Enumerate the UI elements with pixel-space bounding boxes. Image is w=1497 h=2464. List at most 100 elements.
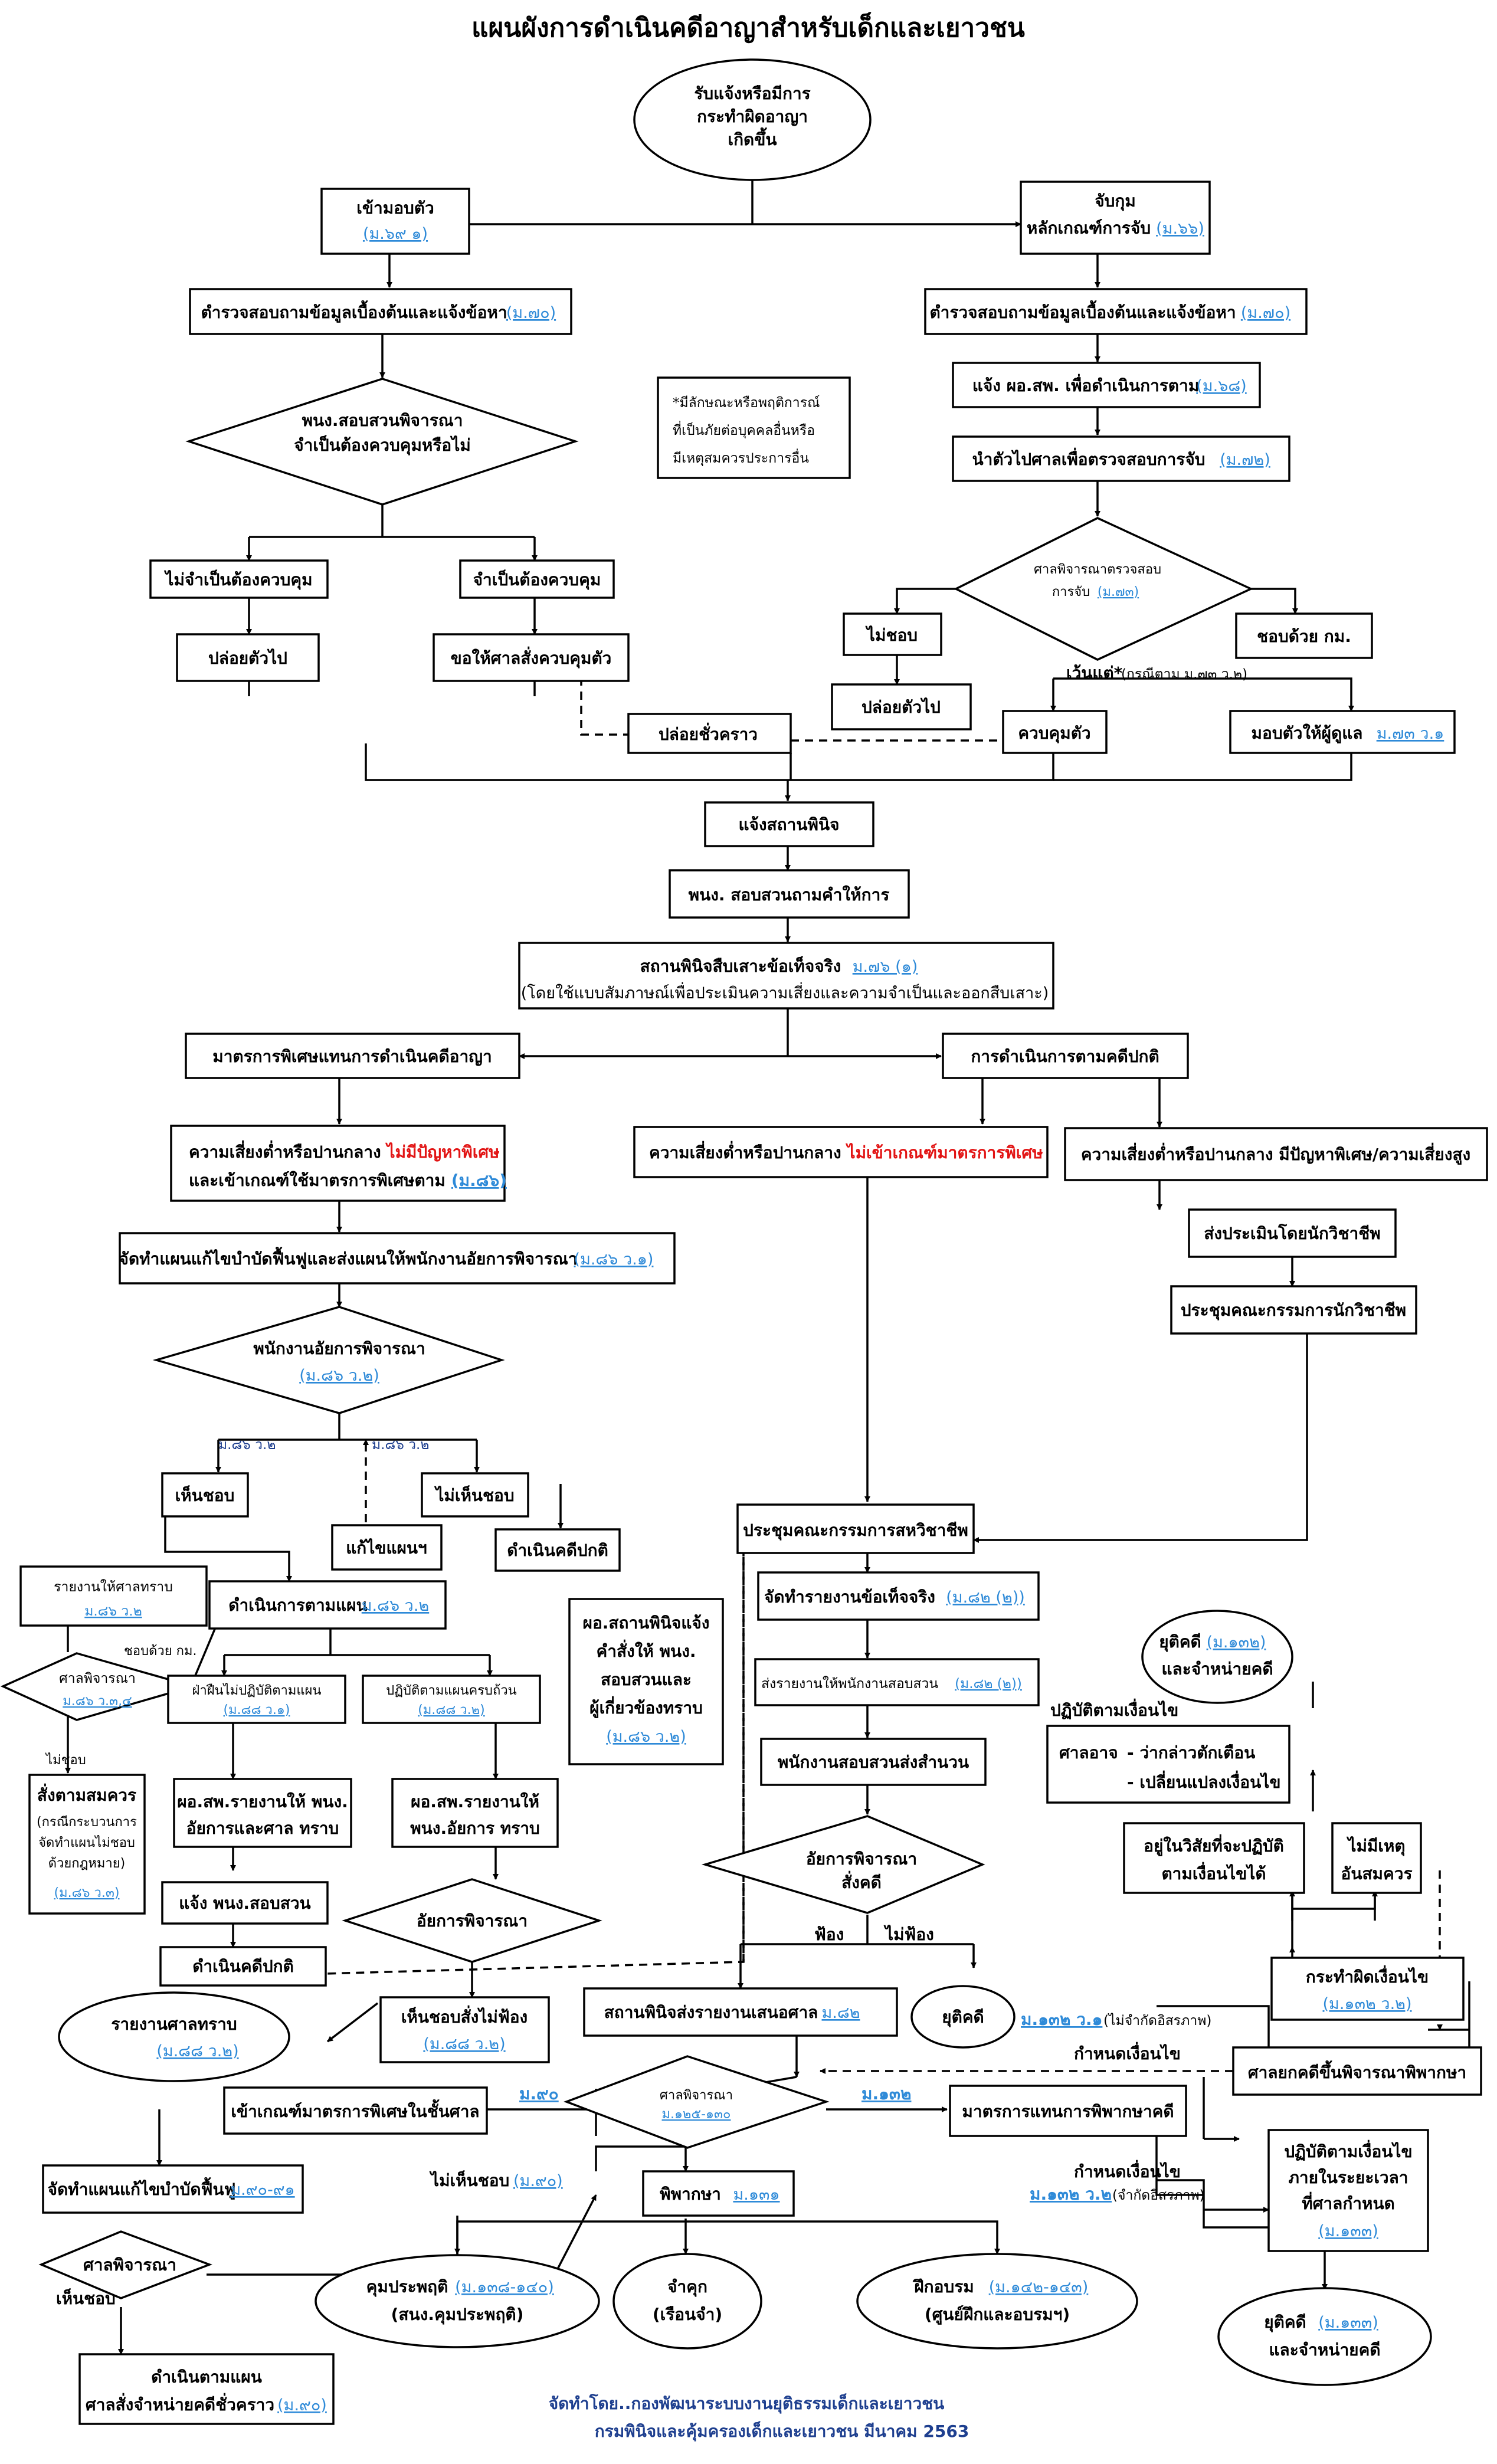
inv-decide-line-2: จำเป็นต้องควบคุมหรือไม่ (294, 435, 471, 456)
comply-cond-label: ปฏิบัติตามเงื่อนไข (1050, 1698, 1178, 1720)
svg-text:และเข้าเกณฑ์ใช้มาตรการพิเศษตาม: และเข้าเกณฑ์ใช้มาตรการพิเศษตาม(ม.๘๖) (189, 1171, 507, 1190)
hand-guardian-ref: ม.๗๓ ว.๑ (1377, 725, 1444, 743)
note-line-1: *มีลักษณะหรือพฤติการณ์ (673, 395, 820, 411)
set-cond2-label: กำหนดเงื่อนไข (1074, 2160, 1181, 2181)
start-node: รับแจ้งหรือมีการ กระทำผิดอาญา เกิดขึ้น (633, 58, 872, 181)
special-label: มาตรการพิเศษแทนการดำเนินคดีอาญา (212, 1047, 492, 1066)
report-comp-line-1: ผอ.สพ.รายงานให้ (411, 1792, 539, 1811)
disagree2-ref: (ม.๙๐) (513, 2172, 563, 2190)
high-risk-node: ความเสี่ยงต่ำหรือปานกลาง มีปัญหาพิเศษ/คว… (1064, 1127, 1488, 1181)
alt-measure-label: มาตรการแทนการพิพากษาคดี (962, 2102, 1174, 2121)
sue-label: ฟ้อง (814, 1925, 844, 1944)
order-case-ref: (ม.๘๖ ว.๓) (54, 1886, 120, 1901)
lawful-label: ชอบด้วย กม. (1257, 627, 1351, 646)
probation-label: คุมประพฤติ (366, 2277, 448, 2297)
training-sub: (ศูนย์ฝึกและอบรมฯ) (925, 2305, 1070, 2325)
start-line-3: เกิดขึ้น (728, 127, 777, 149)
court-trial-label: ศาลพิจารณา (660, 2088, 733, 2103)
court-may-option-2: - เปลี่ยนแปลงเงื่อนไข (1127, 1770, 1281, 1792)
pros-order-line-2: สั่งคดี (841, 1870, 882, 1892)
center-fact-label: สถานพินิจสืบเสาะข้อเท็จจริง (640, 956, 841, 976)
report-court2-label: รายงานศาลทราบ (111, 2014, 237, 2034)
court-check-diamond: ศาลพิจารณาตรวจสอบ การจับ (ม.๗๓) (954, 517, 1254, 661)
plan-node: จัดทำแผนแก้ไขบำบัดฟื้นฟูและส่งแผนให้พนัก… (119, 1232, 676, 1285)
notify-obs-ref: (ม.๖๘) (1196, 377, 1246, 395)
pre-court-special-node: เข้าเกณฑ์มาตรการพิเศษในชั้นศาล (223, 2086, 488, 2135)
low-risk-special-ref: (ม.๘๖) (451, 1171, 507, 1190)
footer-line-1: จัดทำโดย..กองพัฒนาระบบงานยุติธรรมเด็กและ… (549, 2393, 945, 2414)
pros-order-diamond: อัยการพิจารณา สั่งคดี (701, 1815, 985, 1914)
report-court2-ref: (ม.๘๘ ว.๒) (156, 2042, 238, 2060)
arrest-rule: หลักเกณฑ์การจับ (1027, 218, 1151, 238)
training-node: ฝึกอบรม (ม.๑๔๒-๑๔๓) (ศูนย์ฝึกและอบรมฯ) (856, 2253, 1138, 2350)
notify-inv-label: แจ้ง พนง.สอบสวน (179, 1893, 310, 1913)
order-case-line-4: ด้วยกฎหมาย) (48, 1856, 125, 1871)
order-case-line-1: สั่งตามสมควร (37, 1783, 136, 1805)
follow-plan2-ref: (ม.๙๐) (277, 2396, 327, 2414)
prosecutor-decide-ref: (ม.๘๖ ว.๒) (299, 1367, 379, 1385)
send-report-node: ส่งรายงานให้พนักงานสอบสวน (ม.๘๒ (๒)) (754, 1658, 1040, 1706)
report-court2-node: รายงานศาลทราบ (ม.๘๘ ว.๒) (58, 1991, 290, 2082)
normal-label: การดำเนินการตามคดีปกติ (971, 1047, 1159, 1066)
release-right-node: ปล่อยตัวไป (831, 683, 972, 730)
end-case-label: ยุติคดี (942, 2007, 984, 2027)
follow-plan2-label-2: ศาลสั่งจำหน่ายคดีชั่วคราว (86, 2393, 274, 2414)
comply-period-node: ปฏิบัติตามเงื่อนไข ภายในระยะเวลา ที่ศาลก… (1267, 2129, 1429, 2252)
report-viol-line-1: ผอ.สพ.รายงานให้ พนง. (177, 1792, 348, 1811)
prison-sub: (เรือนจำ) (653, 2305, 722, 2324)
multi-meet-label: ประชุมคณะกรรมการสหวิชาชีพ (743, 1521, 968, 1541)
prosecutor-decide2-label: อัยการพิจารณา (417, 1911, 528, 1931)
court-trial-ref: ม.๑๒๕-๑๓๐ (662, 2107, 731, 2122)
low-risk-normal-red: ไม่เข้าเกณฑ์มาตรการพิเศษ (845, 1143, 1043, 1162)
plan2-node: จัดทำแผนแก้ไขบำบัดฟื้นฟู ม.๙๐-๙๑ (42, 2164, 304, 2214)
center-report-node: สถานพินิจส่งรายงานเสนอศาล ม.๘๒ (583, 1987, 898, 2037)
release-right-label: ปล่อยตัวไป (861, 697, 941, 717)
prosecutor-decide-label: พนักงานอัยการพิจารณา (253, 1339, 425, 1358)
multi-meet-node: ประชุมคณะกรรมการสหวิชาชีพ (736, 1503, 975, 1554)
report-viol-node: ผอ.สพ.รายงานให้ พนง. อัยการและศาล ทราบ (173, 1778, 352, 1848)
normal-case2-node: ดำเนินคดีปกติ (159, 1946, 327, 1987)
no-reason-node: ไม่มีเหตุ อันสมควร (1331, 1822, 1422, 1894)
m132-2-label: ม.๑๓๒ ว.๒ (1030, 2184, 1112, 2204)
order-case-line-2: (กรณีกระบวนการ (37, 1815, 137, 1830)
in-period-line-1: อยู่ในวิสัยที่จะปฏิบัติ (1144, 1834, 1284, 1856)
expert-eval-label: ส่งประเมินโดยนักวิชาชีพ (1204, 1223, 1380, 1243)
inquiry-right-node: ตำรวจสอบถามข้อมูลเบื้องต้นและแจ้งข้อหา (… (924, 288, 1308, 335)
normal-node: การดำเนินการตามคดีปกติ (942, 1033, 1189, 1079)
breach-ref: (ม.๑๓๒ ว.๒) (1323, 1995, 1412, 2013)
to-court-label: นำตัวไปศาลเพื่อตรวจสอบการจับ (972, 447, 1205, 469)
training-label: ฝึกอบรม (913, 2277, 974, 2296)
revive-label: ศาลยกคดีขึ้นพิจารณาพิพากษา (1248, 2060, 1466, 2082)
inv-decide-diamond: พนง.สอบสวนพิจารณา จำเป็นต้องควบคุมหรือไม… (185, 378, 579, 506)
notify-inv-node: แจ้ง พนง.สอบสวน (161, 1881, 329, 1925)
except-label: เว้นแต่* (1066, 663, 1123, 683)
inquiry-left-ref: (ม.๗๐) (506, 304, 556, 322)
fix-plan-label: แก้ไขแผนฯ (346, 1538, 427, 1558)
send-report-ref: (ม.๘๒ (๒)) (955, 1676, 1022, 1692)
comply-node: ปฏิบัติตามแผนครบถ้วน (ม.๘๘ ว.๒) (362, 1675, 541, 1724)
end1-label: ยุติคดี (1159, 1632, 1201, 1652)
court-check-label-2: การจับ (1052, 585, 1090, 599)
comply-period-line-1: ปฏิบัติตามเงื่อนไข (1284, 2139, 1412, 2161)
revive-node: ศาลยกคดีขึ้นพิจารณาพิพากษา (1232, 2046, 1482, 2096)
follow-plan-node: ดำเนินการตามแผน ม.๘๖ ว.๒ (208, 1580, 447, 1630)
comply-ref: (ม.๘๘ ว.๒) (418, 1703, 484, 1718)
low-risk-special-node: ความเสี่ยงต่ำหรือปานกลาง ไม่มีปัญหาพิเศษ… (170, 1125, 507, 1202)
report-comp-line-2: พนง.อัยการ ทราบ (410, 1818, 540, 1838)
court-may-option-1: - ว่ากล่าวตักเตือน (1127, 1743, 1255, 1762)
end2-node: ยุติคดี (ม.๑๓๓) และจำหน่ายคดี (1217, 2287, 1432, 2386)
judge-label: พิพากษา (660, 2184, 721, 2204)
note-line-2: ที่เป็นภัยต่อบุคคลอื่นหรือ (673, 421, 815, 438)
normal-case-node: ดำเนินคดีปกติ (494, 1528, 621, 1572)
high-risk-label: ความเสี่ยงต่ำหรือปานกลาง มีปัญหาพิเศษ/คว… (1081, 1142, 1470, 1165)
notify-center-label: แจ้งสถานพินิจ (738, 815, 839, 834)
inv-question-label: พนง. สอบสวนถามคำให้การ (689, 885, 890, 905)
court-trial-diamond: ศาลพิจารณา ม.๑๒๕-๑๓๐ (564, 2055, 830, 2149)
disagree-label: ไม่เห็นชอบ (434, 1485, 514, 1505)
fact-report-ref: (ม.๘๒ (๒)) (946, 1588, 1025, 1607)
no-detain-node: ไม่จำเป็นต้องควบคุม (149, 559, 329, 599)
probation-ref: (ม.๑๓๘-๑๔๐) (455, 2278, 554, 2296)
lawful-node: ชอบด้วย กม. (1235, 612, 1373, 659)
request-detain-label: ขอให้ศาลสั่งควบคุมตัว (451, 646, 612, 669)
